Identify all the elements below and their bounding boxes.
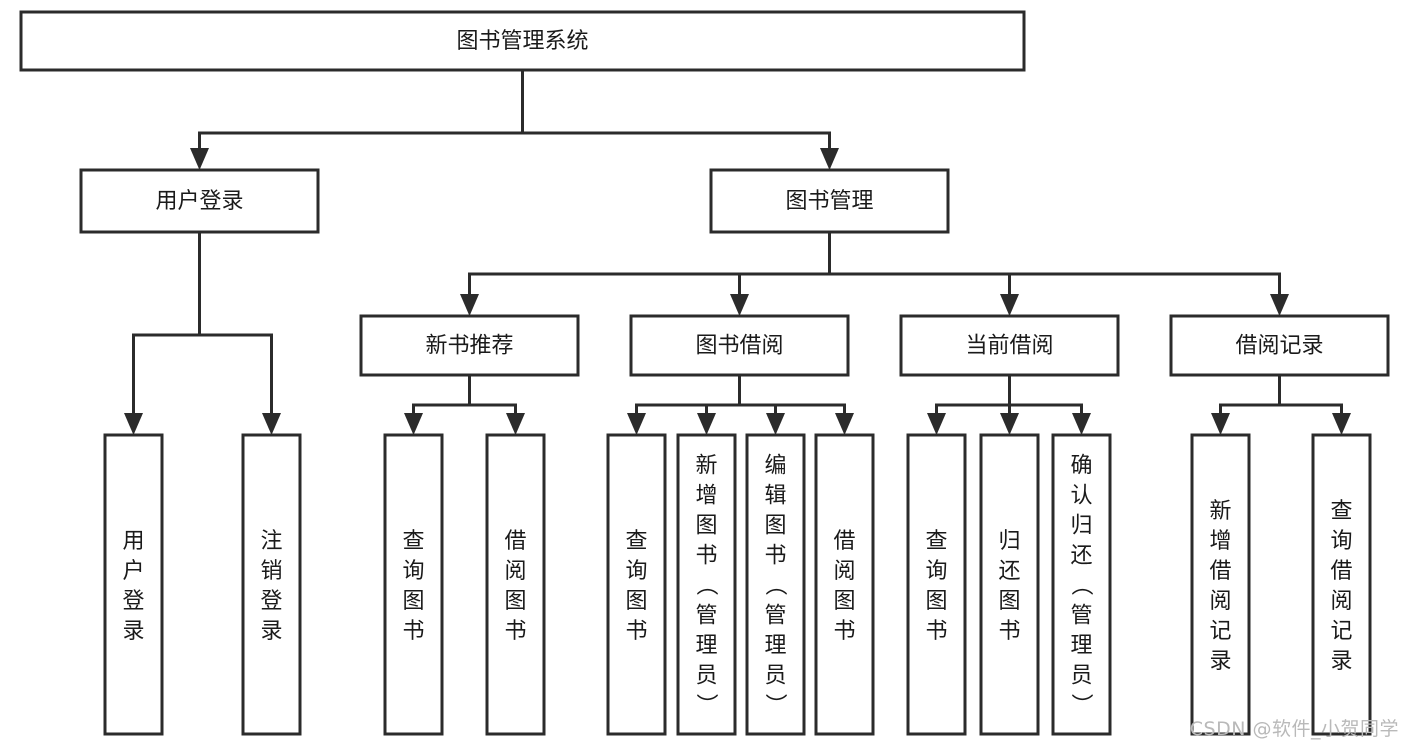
- arrow-head-icon: [190, 148, 209, 170]
- node-leaf-return-book[interactable]: 归还图书: [979, 433, 1040, 736]
- node-box[interactable]: [745, 433, 806, 736]
- node-box[interactable]: [1169, 314, 1390, 377]
- node-leaf-logout[interactable]: 注销登录: [241, 433, 302, 736]
- node-label: 新书推荐: [425, 334, 513, 359]
- node-label: 图书管理系统: [456, 29, 588, 54]
- node-label: 用户登录: [155, 189, 243, 214]
- watermark-label: CSDN @软件_小贺同学: [1189, 718, 1399, 740]
- node-leaf-edit-book[interactable]: 编辑图书（管理员）: [745, 433, 806, 736]
- connector-borrow-record-to-leaves: [1211, 373, 1351, 435]
- node-box[interactable]: [899, 314, 1120, 377]
- connector-book-manage-to-level3: [460, 230, 1289, 316]
- arrow-head-icon: [262, 413, 281, 435]
- node-label: 用户登录: [122, 529, 144, 644]
- node-box[interactable]: [1190, 433, 1251, 736]
- node-leaf-add-book[interactable]: 新增图书（管理员）: [676, 433, 737, 736]
- node-label: 新增图书（管理员）: [695, 453, 718, 718]
- node-leaf-borrow-book-rec[interactable]: 借阅图书: [485, 433, 546, 736]
- arrow-head-icon: [1000, 294, 1019, 316]
- arrow-head-icon: [1000, 413, 1019, 435]
- connector-current-borrow-to-leaves: [927, 373, 1091, 435]
- node-label: 查询图书: [402, 529, 424, 644]
- arrow-head-icon: [766, 413, 785, 435]
- node-label: 查询图书: [625, 529, 647, 644]
- node-box[interactable]: [383, 433, 444, 736]
- node-box[interactable]: [79, 168, 320, 234]
- arrow-head-icon: [124, 413, 143, 435]
- node-box[interactable]: [629, 314, 850, 377]
- node-box[interactable]: [1311, 433, 1372, 736]
- node-box[interactable]: [241, 433, 302, 736]
- node-label: 图书借阅: [695, 334, 783, 359]
- node-label: 借阅图书: [504, 529, 526, 644]
- node-label: 编辑图书（管理员）: [764, 453, 787, 718]
- connector-book-borrow-to-leaves: [627, 373, 854, 435]
- arrow-head-icon: [404, 413, 423, 435]
- node-leaf-query-book-rec[interactable]: 查询图书: [383, 433, 444, 736]
- arrow-head-icon: [1332, 413, 1351, 435]
- node-borrow-record[interactable]: 借阅记录: [1169, 314, 1390, 377]
- arrow-head-icon: [460, 294, 479, 316]
- node-label: 注销登录: [260, 529, 282, 644]
- node-box[interactable]: [19, 10, 1026, 72]
- node-box[interactable]: [359, 314, 580, 377]
- node-label: 借阅记录: [1235, 334, 1323, 359]
- arrow-head-icon: [697, 413, 716, 435]
- node-box[interactable]: [606, 433, 667, 736]
- node-label: 借阅图书: [833, 529, 855, 644]
- arrow-head-icon: [730, 294, 749, 316]
- node-box[interactable]: [709, 168, 950, 234]
- connector-new-book-recommend-to-leaves: [404, 373, 525, 435]
- node-leaf-borrow-book[interactable]: 借阅图书: [814, 433, 875, 736]
- node-book-borrow[interactable]: 图书借阅: [629, 314, 850, 377]
- node-label: 图书管理: [785, 189, 873, 214]
- node-label: 归还图书: [998, 529, 1020, 644]
- node-label: 新增借阅记录: [1209, 499, 1231, 674]
- arrow-head-icon: [1211, 413, 1230, 435]
- node-box[interactable]: [103, 433, 164, 736]
- node-leaf-query-book-borrow[interactable]: 查询图书: [606, 433, 667, 736]
- node-leaf-query-book-cur[interactable]: 查询图书: [906, 433, 967, 736]
- node-book-manage[interactable]: 图书管理: [709, 168, 950, 234]
- node-box[interactable]: [979, 433, 1040, 736]
- node-label: 确认归还（管理员）: [1070, 453, 1093, 718]
- node-leaf-confirm-return[interactable]: 确认归还（管理员）: [1051, 433, 1112, 736]
- arrow-head-icon: [820, 148, 839, 170]
- arrow-head-icon: [1072, 413, 1091, 435]
- node-label: 查询借阅记录: [1330, 499, 1352, 674]
- node-root[interactable]: 图书管理系统: [19, 10, 1026, 72]
- node-label: 当前借阅: [965, 334, 1053, 359]
- connector-user-login-to-leaves: [124, 230, 281, 435]
- node-new-book-recommend[interactable]: 新书推荐: [359, 314, 580, 377]
- node-user-login[interactable]: 用户登录: [79, 168, 320, 234]
- arrow-head-icon: [835, 413, 854, 435]
- arrow-head-icon: [1270, 294, 1289, 316]
- node-leaf-add-record[interactable]: 新增借阅记录: [1190, 433, 1251, 736]
- node-box[interactable]: [485, 433, 546, 736]
- node-box[interactable]: [1051, 433, 1112, 736]
- connector-root-to-level2: [190, 68, 839, 170]
- arrow-head-icon: [627, 413, 646, 435]
- node-box[interactable]: [676, 433, 737, 736]
- node-current-borrow[interactable]: 当前借阅: [899, 314, 1120, 377]
- arrow-head-icon: [927, 413, 946, 435]
- node-leaf-user-login[interactable]: 用户登录: [103, 433, 164, 736]
- arrow-head-icon: [506, 413, 525, 435]
- node-leaf-query-record[interactable]: 查询借阅记录: [1311, 433, 1372, 736]
- node-box[interactable]: [906, 433, 967, 736]
- node-label: 查询图书: [925, 529, 947, 644]
- node-box[interactable]: [814, 433, 875, 736]
